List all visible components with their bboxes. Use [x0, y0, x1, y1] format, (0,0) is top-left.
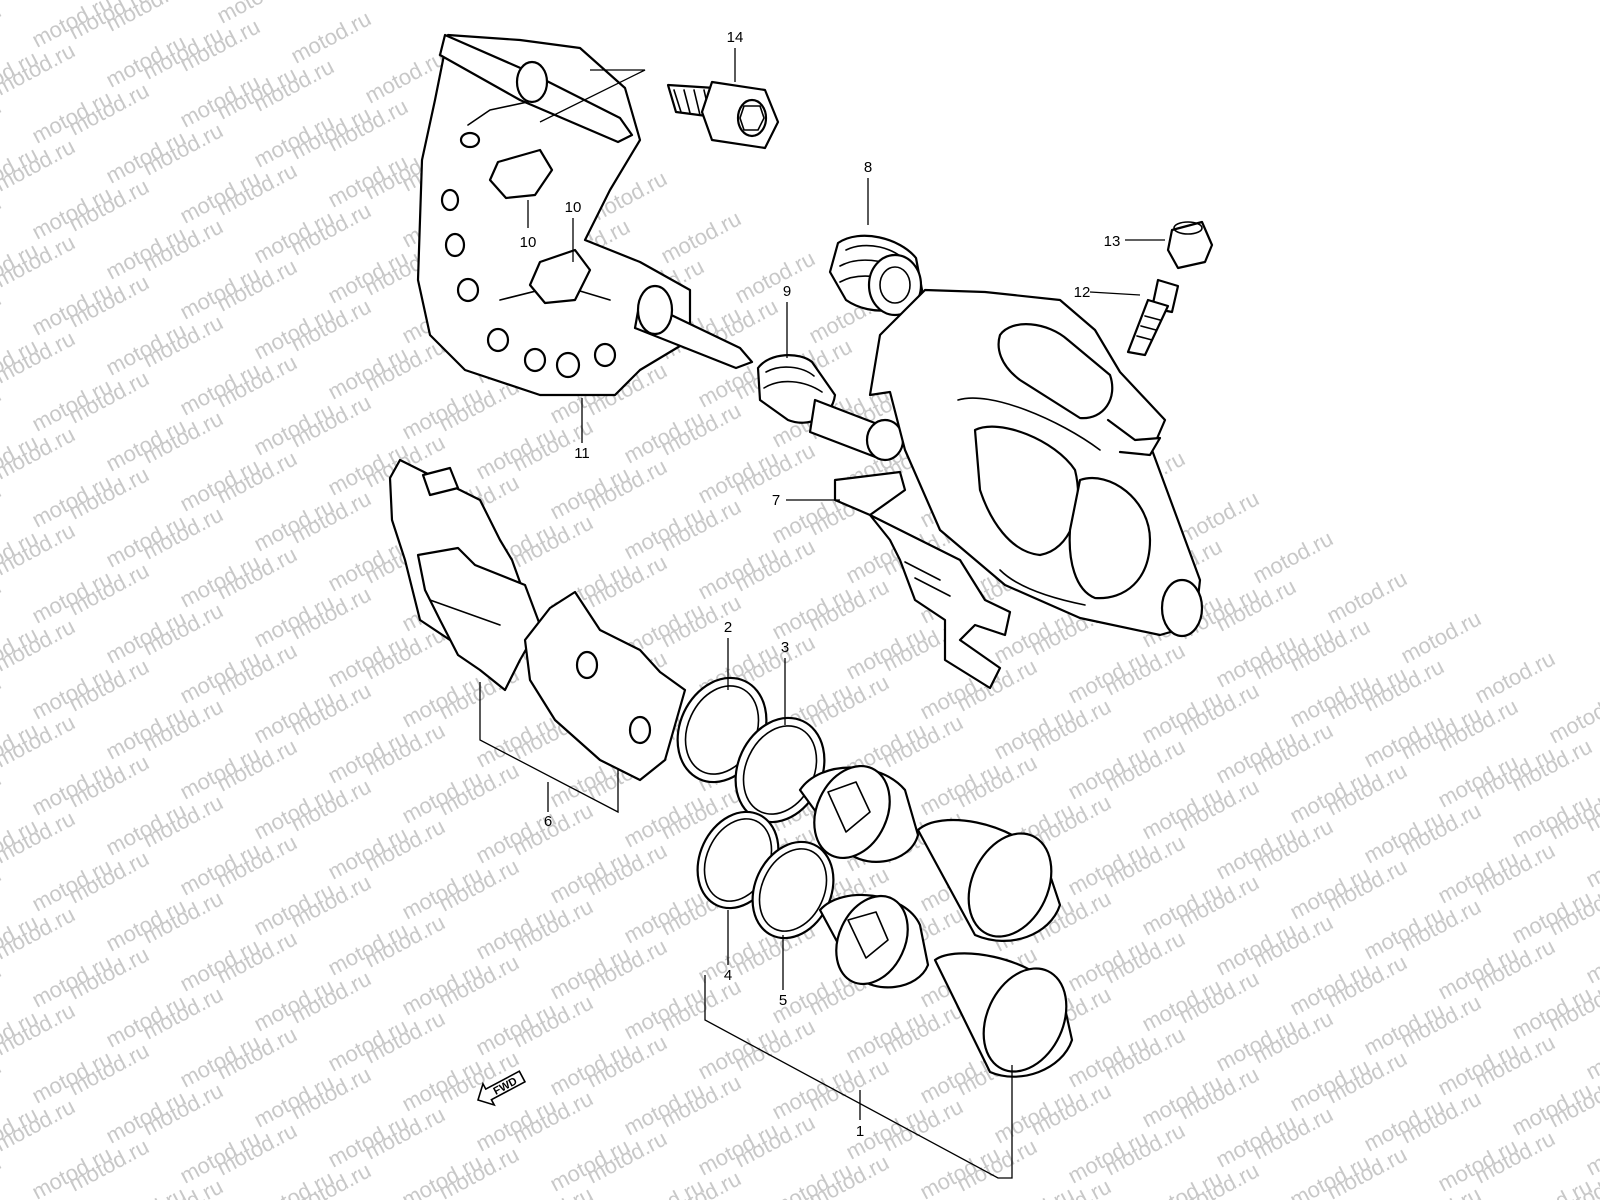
callout-3: 3: [781, 639, 789, 656]
callout-5: 5: [779, 992, 787, 1009]
callout-10-lower: 10: [520, 234, 537, 251]
callout-14: 14: [727, 29, 744, 46]
bleeder-cap: [1166, 220, 1214, 270]
watermark-text: motod.ru: [0, 0, 5, 60]
caliper-bracket: [416, 33, 754, 397]
watermark-text: motod.ru: [1249, 526, 1337, 589]
leader-lines: [479, 48, 1165, 1179]
watermark-text: motod.ru: [1471, 646, 1559, 709]
watermark-text: motod.ru: [0, 1150, 5, 1200]
watermark-text: motod.ru: [0, 574, 5, 637]
bleeder-valve: [1126, 278, 1180, 357]
watermark-text: motod.ru: [1397, 606, 1485, 669]
callout-11: 11: [574, 445, 590, 462]
watermark-text: motod.ru: [1323, 566, 1411, 629]
watermark-text: motod.ru: [990, 1182, 1078, 1200]
watermark-text: motod.ru: [0, 0, 79, 4]
watermark-text: motod.ru: [620, 1174, 708, 1200]
watermark-text: motod.ru: [0, 670, 5, 733]
watermark-text: motod.ru: [0, 1054, 5, 1117]
callout-labels: 14 8 13 12 10 10 9 11 7 2 3 6 4 5 1: [520, 29, 1121, 1140]
pistons: [798, 764, 1074, 1078]
brake-pads: [388, 458, 687, 782]
callout-4: 4: [724, 967, 732, 984]
watermark-text: motod.ru: [0, 382, 5, 445]
callout-2: 2: [724, 619, 732, 636]
watermark-text: motod.ru: [398, 1150, 486, 1200]
watermark-text: motod.ru: [657, 206, 745, 269]
watermark-text: motod.ru: [0, 190, 5, 253]
watermark-text: motod.ru: [0, 958, 5, 1021]
bolt: [666, 80, 780, 150]
watermark-text: motod.ru: [1582, 1118, 1600, 1181]
callout-9: 9: [783, 283, 791, 300]
watermark-text: motod.ru: [0, 862, 5, 925]
callout-8: 8: [864, 159, 872, 176]
slide-pin: [756, 354, 905, 462]
pad-spring: [833, 470, 1012, 690]
piston-seals: [676, 676, 835, 940]
watermark-text: motod.ru: [1286, 1150, 1374, 1200]
watermark-text: motod.ru: [0, 286, 5, 349]
callout-1: 1: [856, 1123, 864, 1140]
callout-7: 7: [772, 492, 780, 509]
callout-12: 12: [1074, 284, 1091, 301]
callout-6: 6: [544, 813, 552, 830]
dust-boot: [828, 234, 924, 317]
watermark-text: motod.ru: [731, 246, 819, 309]
watermark-text: motod.ru: [1582, 926, 1600, 989]
watermark-text: motod.ru: [1582, 1022, 1600, 1085]
watermark-text: motod.ru: [0, 478, 5, 541]
watermark-text: motod.ru: [1508, 1174, 1596, 1200]
watermark-text: motod.ru: [1175, 486, 1263, 549]
caliper-body: [868, 288, 1204, 638]
watermark-text: motod.ru: [0, 94, 5, 157]
callout-10-upper: 10: [565, 199, 582, 216]
watermark-text: motod.ru: [287, 6, 375, 69]
watermark-text: motod.ru: [1582, 830, 1600, 893]
watermark-text: motod.ru: [102, 1182, 190, 1200]
watermark-text: motod.ru: [0, 766, 5, 829]
callout-13: 13: [1104, 233, 1121, 250]
